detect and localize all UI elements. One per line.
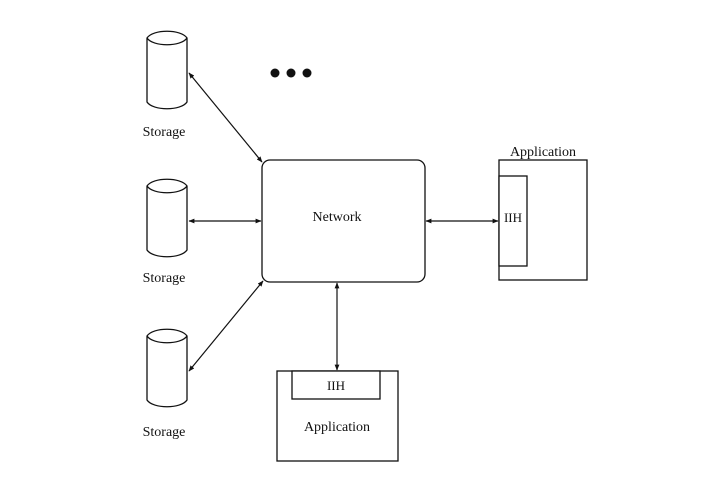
iih-label: IIH — [327, 378, 345, 393]
ellipsis-icon — [270, 68, 312, 78]
connector-storage1-network — [188, 72, 263, 163]
iih-box — [498, 175, 528, 267]
storage-cylinder-icon — [146, 328, 188, 408]
storage-label: Storage — [143, 425, 186, 440]
network-node: Network — [261, 159, 426, 283]
application-node-bottom: IIH Application — [276, 370, 399, 462]
storage-label: Storage — [143, 271, 186, 286]
application-node-right: Application IIH — [498, 145, 588, 281]
application-label: Application — [510, 145, 576, 160]
storage-node-3: Storage — [143, 328, 188, 440]
iih-label: IIH — [504, 210, 522, 225]
storage-node-2: Storage — [143, 178, 188, 286]
network-label: Network — [313, 210, 362, 225]
storage-node-1: Storage — [143, 30, 188, 140]
connector-storage3-network — [188, 280, 264, 372]
application-label: Application — [304, 420, 370, 435]
storage-cylinder-icon — [146, 178, 188, 258]
storage-label: Storage — [143, 125, 186, 140]
storage-cylinder-icon — [146, 30, 188, 110]
network-box — [261, 159, 426, 283]
iih-box — [291, 370, 381, 400]
